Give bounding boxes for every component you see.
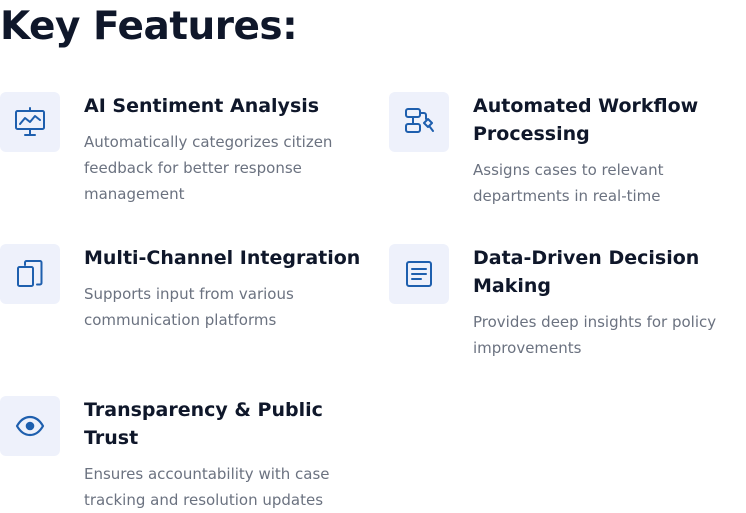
page-title: Key Features:	[0, 4, 298, 49]
feature-text: Automated Workflow Processing Assigns ca…	[473, 92, 745, 209]
feature-description: Assigns cases to relevant departments in…	[473, 161, 664, 205]
feature-title: Multi-Channel Integration	[84, 247, 361, 269]
eye-icon	[15, 415, 45, 437]
feature-title: Transparency & Public Trust	[84, 399, 323, 449]
multi-device-icon	[17, 260, 43, 287]
feature-icon-box	[0, 396, 60, 456]
feature-icon-box	[0, 244, 60, 304]
feature-description: Provides deep insights for policy improv…	[473, 313, 717, 357]
feature-description: Supports input from various communicatio…	[84, 285, 294, 329]
feature-description: Ensures accountability with case trackin…	[84, 465, 330, 509]
feature-title: AI Sentiment Analysis	[84, 95, 320, 117]
feature-text: Multi-Channel Integration Supports input…	[84, 244, 374, 333]
workflow-icon	[405, 108, 434, 133]
feature-icon-box	[389, 244, 449, 304]
feature-text: AI Sentiment Analysis Automatically cate…	[84, 92, 374, 207]
feature-icon-box	[0, 92, 60, 152]
feature-text: Data-Driven Decision Making Provides dee…	[473, 244, 745, 361]
feature-title: Automated Workflow Processing	[473, 95, 699, 145]
feature-icon-box	[389, 92, 449, 152]
document-icon	[406, 261, 432, 287]
chart-presentation-icon	[15, 107, 45, 136]
feature-text: Transparency & Public Trust Ensures acco…	[84, 396, 374, 513]
feature-title: Data-Driven Decision Making	[473, 247, 700, 297]
feature-description: Automatically categorizes citizen feedba…	[84, 133, 333, 203]
